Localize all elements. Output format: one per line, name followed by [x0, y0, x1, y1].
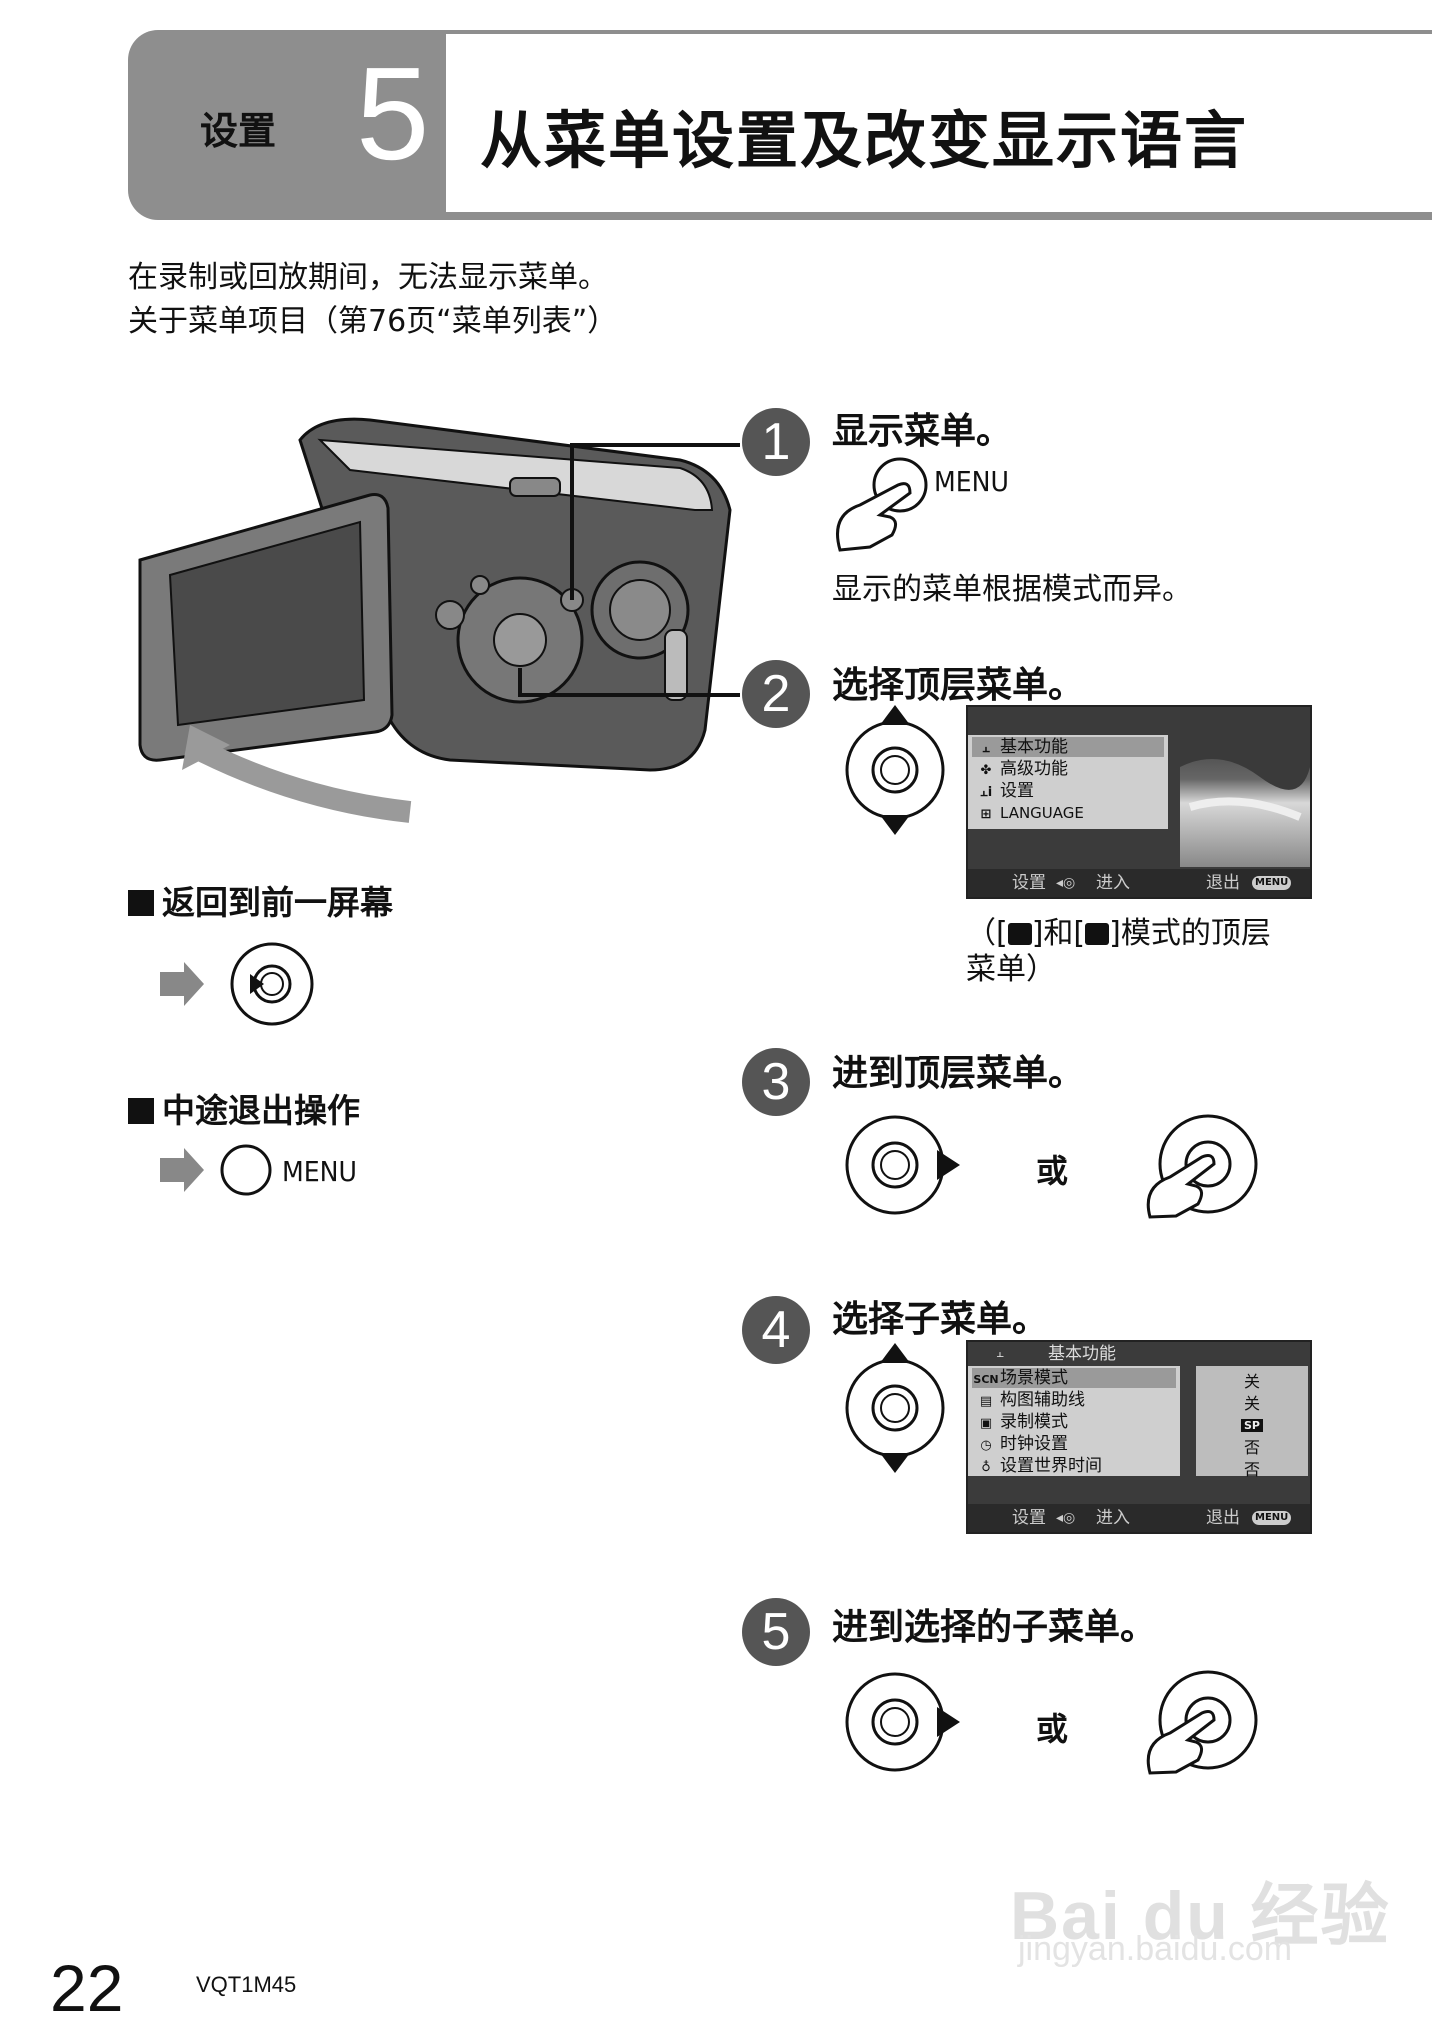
back-joystick-left-icon — [160, 942, 314, 1026]
setup-icon: ⫠i — [979, 785, 993, 800]
sub-menu-value: 否 — [1243, 1460, 1260, 1479]
joystick-press-icon — [1146, 1670, 1258, 1775]
page-title: 从菜单设置及改变显示语言 — [480, 104, 1249, 177]
language-icon: ⊞ — [980, 807, 992, 822]
step-1-title: 显示菜单。 — [832, 411, 1013, 452]
advanced-function-icon: ✤ — [980, 763, 992, 778]
guide-lines-icon: ▤ — [979, 1394, 993, 1409]
step-4-title: 选择子菜单。 — [832, 1299, 1049, 1340]
step-1-note: 显示的菜单根据模式而异。 — [832, 572, 1192, 607]
sub-menu-value: 关 — [1243, 1394, 1260, 1413]
sub-menu-item[interactable]: ▤构图辅助线 — [972, 1390, 1085, 1410]
menu-badge: MENU — [1252, 1511, 1292, 1525]
intro-line-1: 在录制或回放期间，无法显示菜单。 — [128, 260, 608, 295]
sub-menu-value: SP — [1196, 1414, 1308, 1433]
step-1-menu-label: MENU — [934, 465, 1009, 498]
watermark-brand: Bai du 经验 — [1010, 1878, 1391, 1954]
sub-menu-item[interactable]: ▣录制模式 — [972, 1412, 1068, 1432]
world-time-icon: ♁ — [981, 1460, 991, 1475]
intro-line-2: 关于菜单项目（第76页“菜单列表”） — [128, 304, 618, 339]
square-bullet-icon — [128, 890, 154, 916]
step-1-number: 1 — [742, 408, 810, 476]
exit-menu-button-icon — [160, 1144, 272, 1196]
joystick-up-down-icon — [845, 705, 945, 835]
top-menu-status-bar: 设置 ◂◎ 进入 退出 MENU — [968, 869, 1310, 897]
header-rule-bottom — [446, 212, 1432, 220]
joystick-right-icon — [845, 1672, 960, 1772]
square-bullet-icon — [128, 1098, 154, 1124]
joystick-small-icon: ◂◎ — [1056, 1510, 1076, 1526]
step-2-number: 2 — [742, 660, 810, 728]
step-2-caption-line2: 菜单） — [966, 952, 1056, 987]
joystick-press-icon — [1146, 1114, 1258, 1219]
top-menu-item[interactable]: ⊞LANGUAGE — [972, 803, 1084, 823]
sub-menu-item[interactable]: SCN场景模式 — [972, 1368, 1176, 1388]
rec-mode-icon: ▣ — [979, 1416, 993, 1431]
preview-waterfall-image — [1180, 707, 1310, 867]
finger-press-menu-icon — [836, 457, 928, 552]
header-rule-top — [446, 30, 1432, 36]
joystick-small-icon: ◂◎ — [1056, 875, 1076, 891]
step-5-or: 或 — [1036, 1710, 1069, 1748]
basic-function-icon: ⫠ — [996, 1346, 1004, 1361]
step-4-number: 4 — [742, 1296, 810, 1364]
sub-menu-status-bar: 设置 ◂◎ 进入 退出 MENU — [968, 1504, 1310, 1532]
clock-icon: ◷ — [980, 1438, 992, 1453]
step-5-title: 进到选择的子菜单。 — [832, 1607, 1157, 1648]
video-mode-icon — [1007, 923, 1032, 945]
sub-menu-value: 否 — [1243, 1438, 1260, 1457]
section-number: 5 — [356, 40, 430, 187]
exit-menu-label: MENU — [282, 1155, 357, 1188]
photo-mode-icon — [1085, 923, 1110, 945]
step-3-or: 或 — [1036, 1152, 1069, 1190]
step-5-number: 5 — [742, 1598, 810, 1666]
basic-function-icon: ⫠ — [982, 741, 990, 756]
step-3-number: 3 — [742, 1048, 810, 1116]
step-2-caption: （[]和[]模式的顶层 — [966, 916, 1271, 951]
exit-heading: 中途退出操作 — [128, 1084, 360, 1132]
sub-menu-header: ⫠ 基本功能 — [968, 1342, 1310, 1366]
watermark-url: jingyan.baidu.com — [1018, 1930, 1293, 1968]
sub-menu-screen: ⫠ 基本功能 SCN场景模式 ▤构图辅助线 ▣录制模式 ◷时钟设置 ♁设置世界时… — [966, 1340, 1312, 1534]
document-code: VQT1M45 — [196, 1972, 297, 1997]
back-heading: 返回到前一屏幕 — [128, 876, 393, 924]
header-tab — [128, 30, 448, 220]
menu-badge: MENU — [1252, 876, 1292, 890]
section-label: 设置 — [200, 109, 277, 153]
page-number: 22 — [50, 1951, 124, 2025]
joystick-up-down-icon — [845, 1343, 945, 1473]
sub-menu-item[interactable]: ◷时钟设置 — [972, 1434, 1068, 1454]
sub-menu-value: 关 — [1243, 1372, 1260, 1391]
sub-menu-item[interactable]: ♁设置世界时间 — [972, 1456, 1102, 1476]
scene-icon: SCN — [973, 1373, 999, 1386]
camcorder-illustration — [138, 417, 740, 823]
top-menu-item[interactable]: ⫠基本功能 — [972, 737, 1164, 757]
header-title-box — [446, 34, 1432, 214]
joystick-right-icon — [845, 1115, 960, 1215]
step-2-title: 选择顶层菜单。 — [832, 665, 1085, 706]
step-3-title: 进到顶层菜单。 — [832, 1053, 1085, 1094]
top-menu-item[interactable]: ✤高级功能 — [972, 759, 1068, 779]
